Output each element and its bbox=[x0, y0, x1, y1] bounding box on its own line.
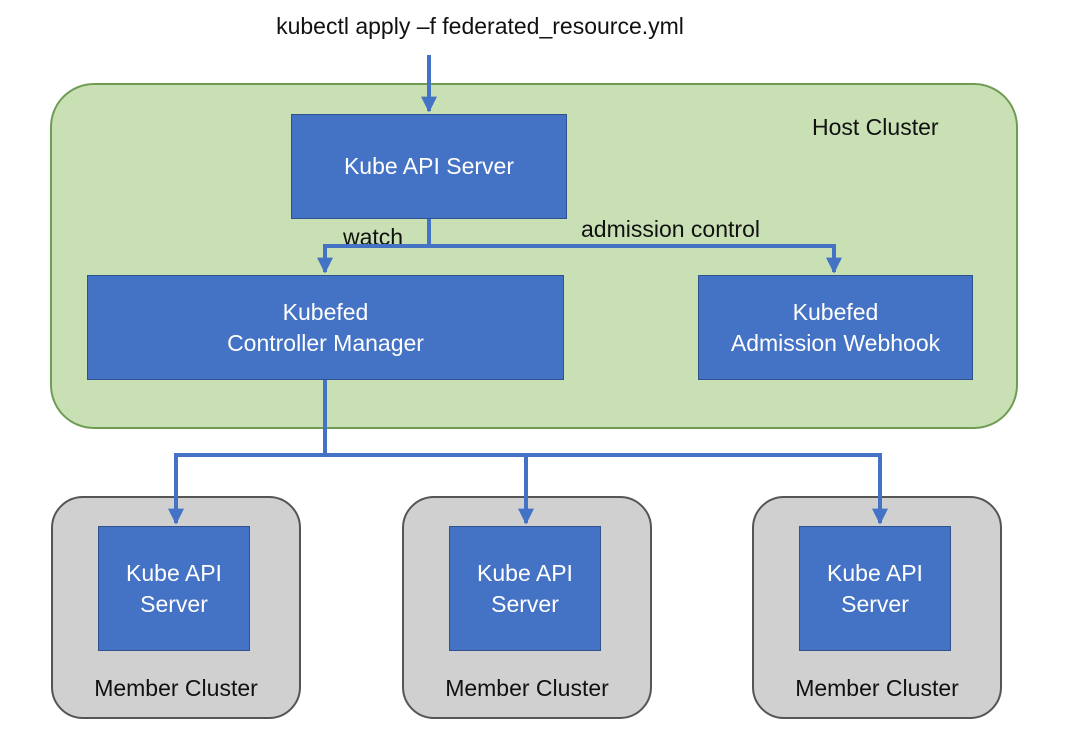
controller-manager-line-1: Kubefed bbox=[282, 298, 369, 325]
admission-control-label: admission control bbox=[581, 216, 760, 242]
host-kube-api-server: Kube API Server bbox=[291, 114, 567, 219]
member-2-kube-api-server: Kube API Server bbox=[449, 526, 601, 651]
member-cluster-2-label: Member Cluster bbox=[445, 675, 609, 701]
kubefed-controller-manager: Kubefed Controller Manager bbox=[87, 275, 564, 380]
host-kube-api-server-label: Kube API Server bbox=[343, 153, 515, 179]
member-1-api-line-2: Server bbox=[140, 590, 208, 617]
member-cluster-3-label: Member Cluster bbox=[795, 675, 959, 701]
member-cluster-1-label: Member Cluster bbox=[94, 675, 258, 701]
member-2-api-line-2: Server bbox=[491, 590, 559, 617]
admission-webhook-line-1: Kubefed bbox=[792, 298, 879, 325]
controller-manager-line-2: Controller Manager bbox=[227, 329, 424, 356]
watch-label: watch bbox=[343, 224, 404, 250]
member-3-api-line-1: Kube API bbox=[827, 559, 923, 586]
member-1-api-line-1: Kube API bbox=[126, 559, 222, 586]
command-text: kubectl apply –f federated_resource.yml bbox=[276, 13, 684, 39]
admission-webhook-line-2: Admission Webhook bbox=[730, 329, 941, 356]
member-3-api-line-2: Server bbox=[841, 590, 909, 617]
host-cluster-label: Host Cluster bbox=[812, 114, 939, 140]
member-2-api-line-1: Kube API bbox=[477, 559, 573, 586]
member-3-kube-api-server: Kube API Server bbox=[799, 526, 951, 651]
kubefed-admission-webhook: Kubefed Admission Webhook bbox=[698, 275, 973, 380]
member-1-kube-api-server: Kube API Server bbox=[98, 526, 250, 651]
